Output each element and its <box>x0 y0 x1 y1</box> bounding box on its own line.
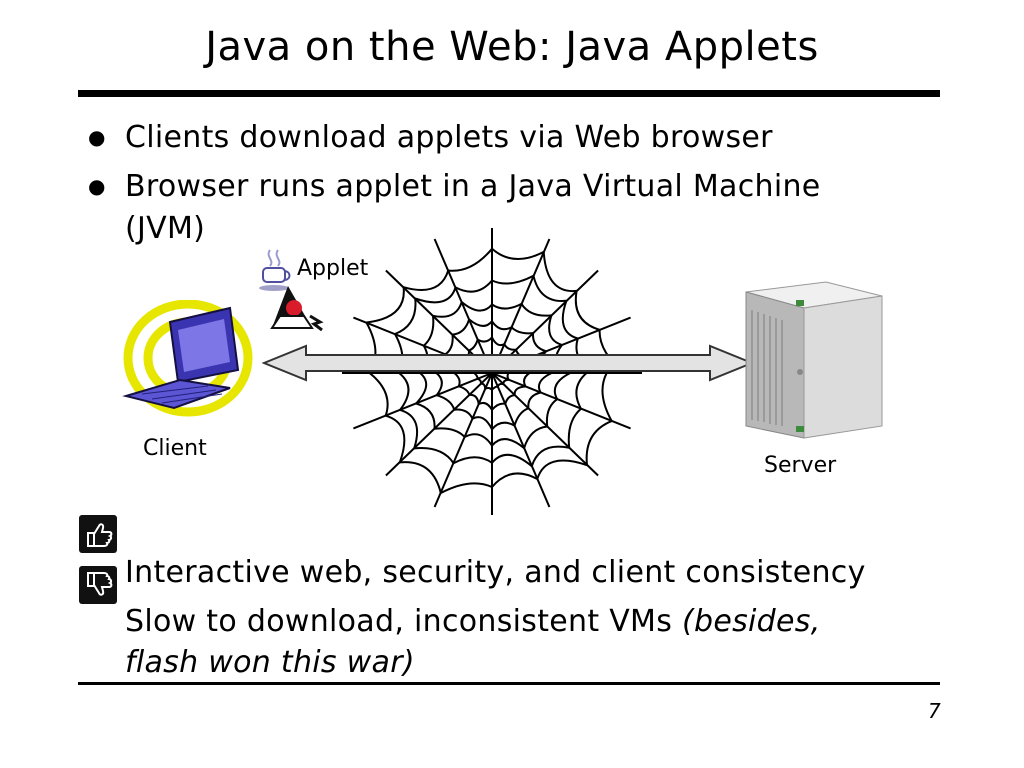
coffee-cup-icon <box>259 249 291 291</box>
bullet-item-2: Browser runs applet in a Java Virtual Ma… <box>125 169 821 204</box>
page-number: 7 <box>928 699 941 723</box>
pro-text: Interactive web, security, and client co… <box>125 555 866 590</box>
client-label: Client <box>143 436 207 461</box>
applet-label: Applet <box>297 256 369 281</box>
bullet-marker: ● <box>88 174 106 198</box>
footer-divider <box>78 682 940 685</box>
computer-icon <box>122 300 253 417</box>
con-main: Slow to download, inconsistent VMs <box>125 604 673 639</box>
bullet-item-2-cont: (JVM) <box>125 211 206 246</box>
bullet-marker: ● <box>88 125 106 149</box>
duke-icon <box>270 286 324 332</box>
con-text: Slow to download, inconsistent VMs (besi… <box>125 602 821 642</box>
con-aside: (besides, <box>682 604 821 639</box>
server-label: Server <box>764 453 837 478</box>
thumbs-up-icon <box>79 515 117 553</box>
con-aside-cont: flash won this war) <box>125 645 415 680</box>
bullet-item-1: Clients download applets via Web browser <box>125 120 773 155</box>
title-divider <box>78 90 940 97</box>
thumbs-down-icon <box>79 566 117 604</box>
server-icon <box>745 281 883 439</box>
double-arrow-icon <box>262 344 754 382</box>
slide-title: Java on the Web: Java Applets <box>205 24 819 70</box>
